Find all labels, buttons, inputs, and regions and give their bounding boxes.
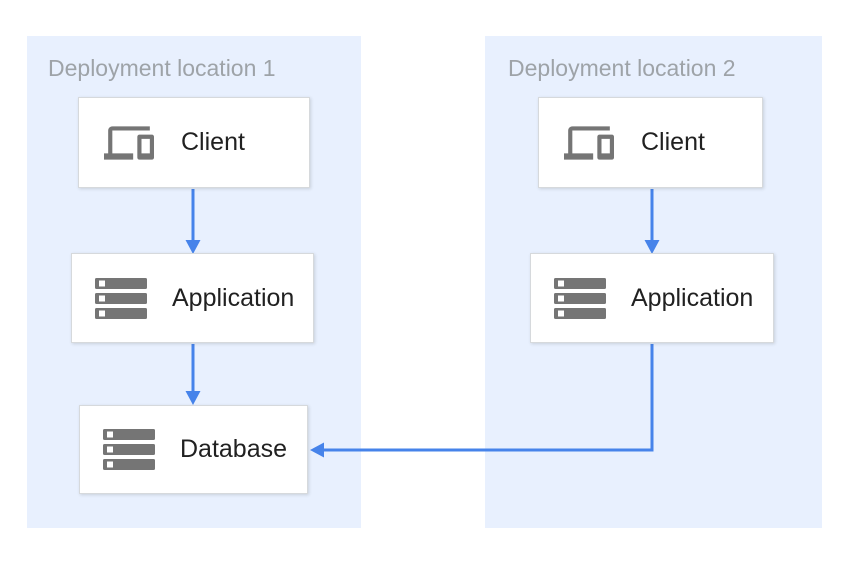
server-stack-icon <box>554 277 606 319</box>
node-client-2: Client <box>538 97 763 188</box>
server-stack-icon <box>103 429 155 470</box>
node-label: Application <box>172 283 295 312</box>
node-database-1: Database <box>79 405 308 494</box>
devices-icon <box>564 125 614 160</box>
node-client-1: Client <box>78 97 310 188</box>
node-label: Client <box>181 128 245 156</box>
server-stack-icon <box>95 277 147 319</box>
node-label: Application <box>631 283 754 312</box>
node-label: Database <box>180 435 288 463</box>
zone-2-title: Deployment location 2 <box>508 55 736 81</box>
node-label: Client <box>641 128 705 156</box>
node-application-1: Application <box>71 253 314 343</box>
zone-1-title: Deployment location 1 <box>48 55 276 81</box>
devices-icon <box>104 125 154 160</box>
node-application-2: Application <box>530 253 774 343</box>
